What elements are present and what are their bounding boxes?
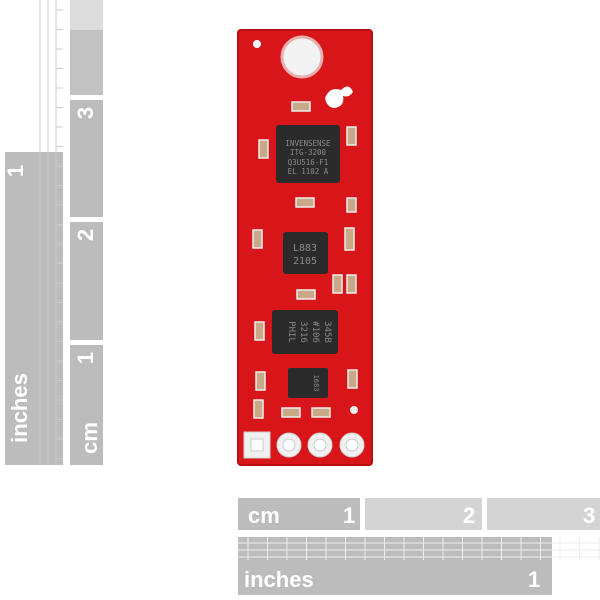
cm-label-bottom: cm bbox=[248, 503, 280, 528]
voltage-regulator bbox=[288, 368, 328, 398]
cm-ruler-segment-2-bottom bbox=[365, 498, 482, 530]
pcb-board: INVENSENSE ITG-3200 Q3U516-F1 EL 1102 A … bbox=[237, 29, 373, 466]
svg-text:ITG-3200: ITG-3200 bbox=[290, 148, 327, 157]
ruler-ticks bbox=[39, 0, 600, 560]
cm-ruler-segment bbox=[70, 0, 103, 30]
smd-component bbox=[295, 197, 315, 208]
cm-ruler-segment-1-bottom bbox=[238, 498, 360, 530]
passive-components bbox=[252, 101, 358, 419]
smd-component bbox=[346, 197, 357, 213]
inches-label-bottom: inches bbox=[244, 567, 314, 592]
cm-mark-1-bottom: 1 bbox=[343, 503, 356, 528]
cm-ruler-segment-1 bbox=[70, 345, 103, 465]
svg-text:2105: 2105 bbox=[293, 256, 317, 267]
cm-ruler-segment-3-bottom bbox=[487, 498, 600, 530]
smd-component bbox=[311, 407, 331, 418]
svg-text:3216: 3216 bbox=[298, 321, 308, 343]
smd-component bbox=[253, 399, 264, 419]
inch-mark-1-bottom: 1 bbox=[528, 567, 541, 592]
inches-ruler-left bbox=[5, 152, 63, 465]
inches-ruler-bottom bbox=[238, 537, 552, 595]
smd-component bbox=[254, 321, 265, 341]
svg-text:PHIL: PHIL bbox=[286, 321, 296, 343]
smd-component bbox=[332, 274, 343, 294]
chip-itg3200 bbox=[276, 125, 340, 183]
svg-text:L883: L883 bbox=[293, 243, 317, 254]
svg-text:EL 1102 A: EL 1102 A bbox=[288, 167, 329, 176]
smd-component bbox=[344, 227, 355, 251]
sparkfun-logo bbox=[325, 86, 353, 108]
chip-l883 bbox=[283, 232, 328, 274]
mounting-hole bbox=[280, 35, 324, 79]
svg-text:1683: 1683 bbox=[312, 375, 320, 392]
smd-component bbox=[291, 101, 311, 112]
cm-mark-3-bottom: 3 bbox=[583, 503, 596, 528]
svg-text:345B: 345B bbox=[322, 321, 332, 343]
cm-ruler-segment-2 bbox=[70, 222, 103, 340]
smd-component bbox=[255, 371, 266, 391]
cm-ruler-segment-3 bbox=[70, 100, 103, 217]
svg-text:Q3U516-F1: Q3U516-F1 bbox=[288, 158, 329, 167]
smd-component bbox=[296, 289, 316, 300]
smd-component bbox=[281, 407, 301, 418]
smd-component bbox=[346, 274, 357, 294]
via-hole bbox=[253, 40, 261, 48]
smd-component bbox=[346, 126, 357, 146]
smd-component bbox=[347, 369, 358, 389]
svg-text:#106: #106 bbox=[310, 321, 320, 343]
svg-text:INVENSENSE: INVENSENSE bbox=[285, 139, 331, 148]
cm-mark-2-bottom: 2 bbox=[463, 503, 476, 528]
chip-345b bbox=[272, 310, 338, 354]
smd-component bbox=[252, 229, 263, 249]
smd-component bbox=[258, 139, 269, 159]
